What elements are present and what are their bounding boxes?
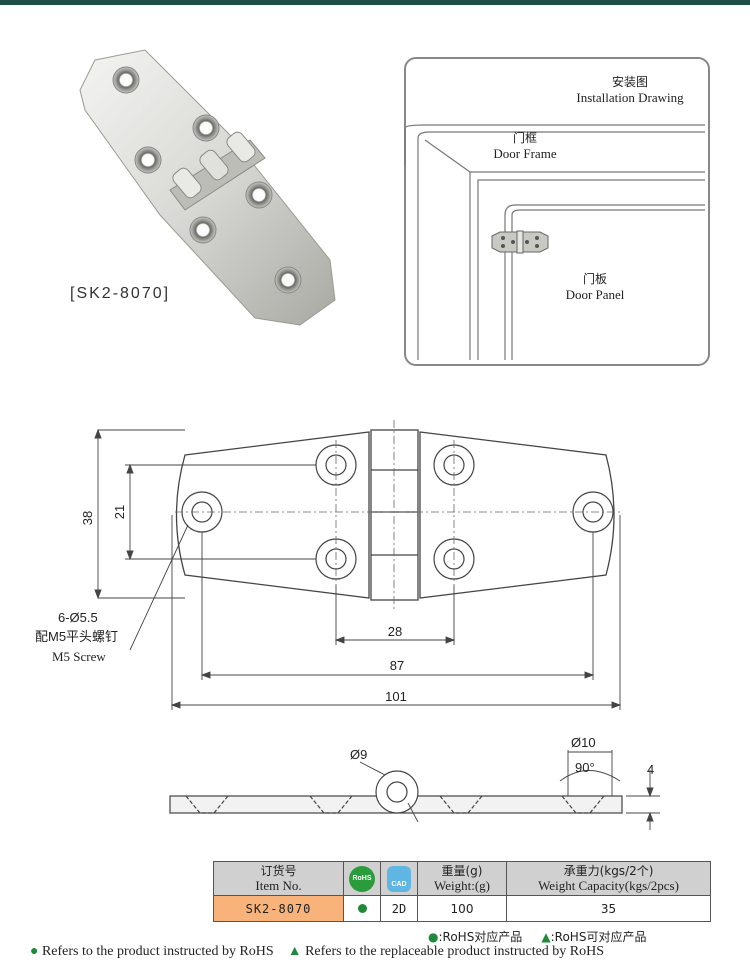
rohs-dot-icon — [357, 903, 367, 913]
hinge-photo — [79, 49, 336, 326]
dim-28: 28 — [388, 624, 402, 639]
thickness: 4 — [647, 762, 654, 777]
dim-38: 38 — [80, 511, 95, 525]
triangle-bullet-icon: ▲ — [287, 944, 302, 959]
cell-capacity: 35 — [506, 895, 711, 922]
table-row: SK2-8070 2D 100 35 — [213, 895, 711, 922]
hole-spec: 6-Ø5.5 — [58, 610, 98, 625]
dim-21: 21 — [112, 505, 127, 519]
knuckle-dia: Ø9 — [350, 747, 367, 762]
installation-title: 安装图 Installation Drawing — [576, 75, 684, 105]
header-item-no: 订货号 Item No. — [213, 861, 344, 896]
circle-bullet-icon: ● — [30, 944, 39, 959]
legend-cn: ●:RoHS对应产品 ▲:RoHS可对应产品 — [428, 930, 647, 944]
cell-rohs — [343, 895, 381, 922]
screw-cn: 配M5平头螺钉 — [35, 629, 118, 644]
countersink-angle: 90° — [575, 760, 595, 775]
door-frame-label: 门框 Door Frame — [493, 131, 557, 161]
cell-cad: 2D — [380, 895, 418, 922]
cad-icon: CAD — [387, 865, 411, 892]
cell-weight: 100 — [417, 895, 507, 922]
dim-101: 101 — [385, 689, 407, 704]
top-accent-bar — [0, 0, 750, 5]
knuckle — [370, 429, 419, 601]
header-rohs: RoHS — [343, 861, 381, 896]
circle-bullet-icon: ● — [428, 930, 439, 944]
table-header-row: 订货号 Item No. RoHS CAD 重量(g) Weight:(g) 承… — [213, 861, 711, 896]
legend-en: ● Refers to the product instructed by Ro… — [30, 944, 605, 959]
dim-87: 87 — [390, 658, 404, 673]
triangle-bullet-icon: ▲ — [541, 930, 551, 944]
rohs-icon: RoHS — [349, 865, 375, 892]
left-leaf — [175, 431, 370, 599]
countersink-dia: Ø10 — [571, 735, 596, 750]
header-cad: CAD — [380, 861, 418, 896]
header-capacity: 承重力(kgs/2个) Weight Capacity(kgs/2pcs) — [506, 861, 711, 896]
cell-item-no: SK2-8070 — [213, 895, 344, 922]
screw-en: M5 Screw — [52, 649, 106, 664]
header-weight: 重量(g) Weight:(g) — [417, 861, 507, 896]
spec-table: 订货号 Item No. RoHS CAD 重量(g) Weight:(g) 承… — [213, 861, 711, 922]
product-sku-label: [SK2-8070] — [70, 285, 171, 302]
right-leaf — [419, 431, 615, 599]
door-panel-label: 门板 Door Panel — [565, 272, 625, 302]
